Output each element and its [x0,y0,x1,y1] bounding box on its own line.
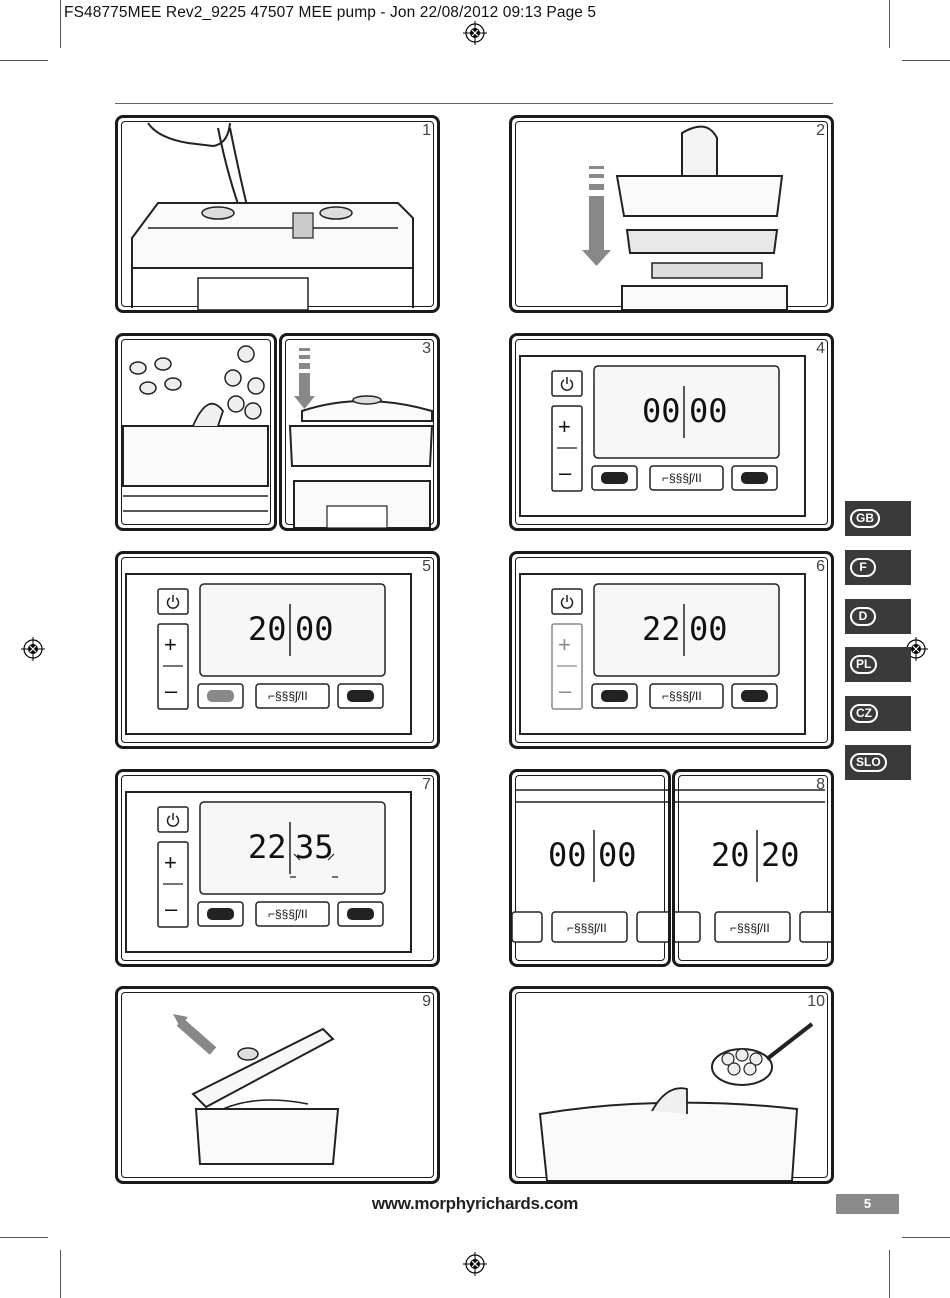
crop-mark [0,60,48,61]
display-minutes: 00 [295,610,334,648]
plus-icon: + [164,850,177,875]
display-minutes: 00 [689,610,728,648]
crop-mark [902,1237,950,1238]
minus-icon: – [165,896,178,921]
plus-icon: + [558,632,571,657]
lang-tab-gb[interactable]: GB [845,501,911,536]
lid-illustration [288,348,434,528]
registration-mark-icon [463,21,487,45]
panel-7: 7 + – 22 35 ⌐§§§ʃ/II [115,769,440,967]
panel-5: 5 + – 20 00 ⌐§§§ʃ/II [115,551,440,749]
steam-icon: ⌐§§§ʃ/II [268,907,308,921]
display-hours: 20 [711,836,750,874]
lang-label: GB [850,509,880,528]
display-minutes: 00 [598,836,637,874]
panel-number: 3 [422,340,431,357]
lang-label: D [850,607,876,626]
steam-icon: ⌐§§§ʃ/II [268,689,308,703]
crop-mark [0,1237,48,1238]
control-panel-drawing [125,791,412,953]
display-drawing [675,789,831,943]
minus-icon: – [559,460,572,485]
minus-icon: – [165,678,178,703]
lang-label: SLO [850,753,887,772]
panel-6: 6 + – 22 00 ⌐§§§ʃ/II [509,551,834,749]
top-rule [115,103,833,104]
page-number: 5 [836,1194,899,1214]
lang-label: F [850,558,876,577]
minus-icon: – [559,678,572,703]
display-drawing [512,789,668,943]
plus-icon: + [558,414,571,439]
registration-mark-icon [21,637,45,661]
eggs-illustration [122,345,269,512]
panel-number: 8 [816,776,825,793]
display-hours: 22 [248,828,287,866]
power-icon [560,595,574,609]
panel-number: 10 [807,993,825,1010]
panel-8-right: 8 20 20 ⌐§§§ʃ/II [672,769,834,967]
display-hours: 22 [642,610,681,648]
panel-number: 4 [816,340,825,357]
display-hours: 00 [548,836,587,874]
spoon-icon [538,1022,814,1181]
panel-10: 10 [509,986,834,1184]
control-panel: + – 00 00 ⌐§§§ʃ/II [512,336,831,528]
panel-number: 1 [422,122,431,139]
power-icon [560,377,574,391]
crop-mark [60,1250,61,1298]
display-hours: 00 [642,392,681,430]
display-hours: 20 [248,610,287,648]
steam-icon: ⌐§§§ʃ/II [730,921,770,935]
steam-icon: ⌐§§§ʃ/II [662,689,702,703]
website-url[interactable]: www.morphyrichards.com [371,1194,579,1213]
control-panel: + – 20 00 ⌐§§§ʃ/II [118,554,437,746]
plus-icon: + [164,632,177,657]
panel-4: 4 + – 00 00 ⌐§§§ʃ/II [509,333,834,531]
display-minutes: 00 [689,392,728,430]
panel-9: 9 [115,986,440,1184]
panel-3-right: 3 [279,333,440,531]
panel-number: 5 [422,558,431,575]
control-panel: + – 22 35 ⌐§§§ʃ/II [118,772,437,964]
panel-1: 1 [115,115,440,313]
display-minutes: 35 [295,828,334,866]
lang-tab-slo[interactable]: SLO [845,745,911,780]
crop-mark [889,0,890,48]
crop-mark [60,0,61,48]
panel-number: 6 [816,558,825,575]
control-panel-drawing [125,573,412,735]
lang-tab-f[interactable]: F [845,550,911,585]
lang-label: PL [850,655,878,674]
control-panel: + – 22 00 ⌐§§§ʃ/II [512,554,831,746]
up-arrow-icon [173,1014,340,1165]
panel-number: 2 [816,122,825,139]
registration-mark-icon [463,1252,487,1276]
lang-tab-pl[interactable]: PL [845,647,911,682]
steam-icon: ⌐§§§ʃ/II [567,921,607,935]
panel-2: 2 [509,115,834,313]
down-arrow-icon [582,125,788,310]
water-jug-icon [131,122,414,310]
power-icon [166,595,180,609]
panel-number: 7 [422,776,431,793]
print-header: FS48775MEE Rev2_9225 47507 MEE pump - Jo… [64,4,597,21]
panel-8-left: 00 00 ⌐§§§ʃ/II [509,769,671,967]
lang-tab-d[interactable]: D [845,599,911,634]
lang-tab-cz[interactable]: CZ [845,696,911,731]
display-minutes: 20 [761,836,800,874]
steam-icon: ⌐§§§ʃ/II [662,471,702,485]
lang-label: CZ [850,704,878,723]
crop-mark [902,60,950,61]
panel-number: 9 [422,993,431,1010]
crop-mark [889,1250,890,1298]
panel-3-left [115,333,277,531]
control-panel-drawing [519,573,806,735]
power-icon [166,813,180,827]
